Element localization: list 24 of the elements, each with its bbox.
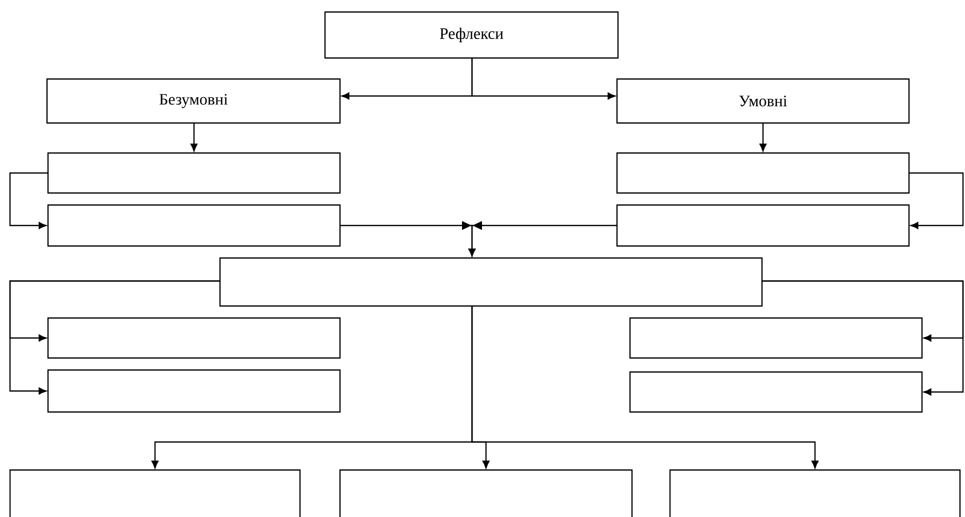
empty-box: [629, 317, 923, 359]
empty-box: [339, 469, 633, 517]
arrow: [9, 172, 48, 229]
empty-box: [616, 152, 910, 194]
empty-box: [47, 152, 341, 194]
label-box: Безумовні: [46, 78, 341, 124]
arrow: [9, 280, 220, 394]
arrow: [190, 122, 198, 152]
arrow: [471, 306, 818, 468]
arrow: [468, 220, 617, 256]
arrow: [909, 172, 964, 229]
empty-box: [629, 371, 923, 413]
label-box: Умовні: [616, 78, 910, 124]
arrow: [471, 58, 616, 100]
empty-box: [669, 469, 961, 517]
empty-box: [47, 369, 341, 413]
empty-box: [616, 204, 910, 247]
empty-box: [219, 257, 763, 307]
empty-box: [47, 317, 341, 359]
empty-box: [47, 204, 341, 247]
empty-box: [9, 469, 301, 517]
arrow: [762, 280, 964, 396]
arrow: [760, 122, 766, 152]
label-box: Рефлекси: [324, 11, 619, 59]
